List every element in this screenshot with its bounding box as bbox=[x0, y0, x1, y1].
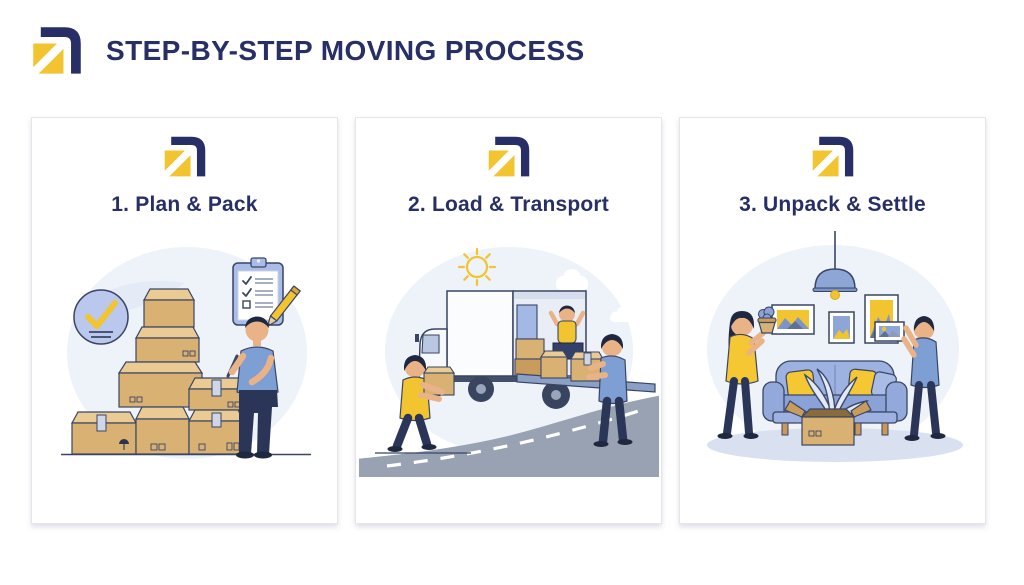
step-title: 2. Load & Transport bbox=[408, 193, 609, 216]
unpack-settle-illustration bbox=[683, 225, 983, 497]
brand-logo-icon bbox=[810, 118, 856, 180]
brand-logo-icon bbox=[162, 118, 208, 180]
man-hanging-frame bbox=[900, 316, 945, 441]
stacked-moving-boxes bbox=[70, 288, 245, 455]
mover-unloading-box bbox=[585, 334, 632, 447]
packing-checklist-clipboard bbox=[231, 257, 301, 328]
framed-picture-held bbox=[873, 321, 905, 342]
step-card-unpack-settle: 3. Unpack & Settle bbox=[679, 117, 986, 524]
road bbox=[358, 395, 659, 477]
person-checking-boxes bbox=[226, 316, 279, 459]
open-moving-box bbox=[783, 400, 872, 446]
page-title: STEP-BY-STEP MOVING PROCESS bbox=[106, 35, 585, 66]
mover-carrying-box bbox=[387, 355, 455, 452]
woman-holding-plant bbox=[717, 306, 777, 439]
pendant-lamp-icon bbox=[812, 231, 857, 300]
header: STEP-BY-STEP MOVING PROCESS bbox=[30, 22, 585, 80]
approved-check-badge bbox=[72, 289, 129, 345]
load-transport-illustration bbox=[358, 225, 659, 497]
step-card-plan-pack: 1. Plan & Pack bbox=[31, 117, 338, 524]
pencil-icon bbox=[265, 285, 301, 328]
brand-logo-icon bbox=[486, 118, 532, 180]
step-title: 3. Unpack & Settle bbox=[739, 193, 926, 216]
sun-icon bbox=[457, 247, 496, 287]
step-title: 1. Plan & Pack bbox=[111, 193, 258, 216]
clouds bbox=[555, 269, 636, 323]
step-card-load-transport: 2. Load & Transport bbox=[355, 117, 662, 524]
plan-pack-illustration bbox=[35, 225, 335, 497]
steps-row: 1. Plan & Pack bbox=[31, 117, 986, 524]
brand-logo-icon bbox=[30, 24, 84, 78]
